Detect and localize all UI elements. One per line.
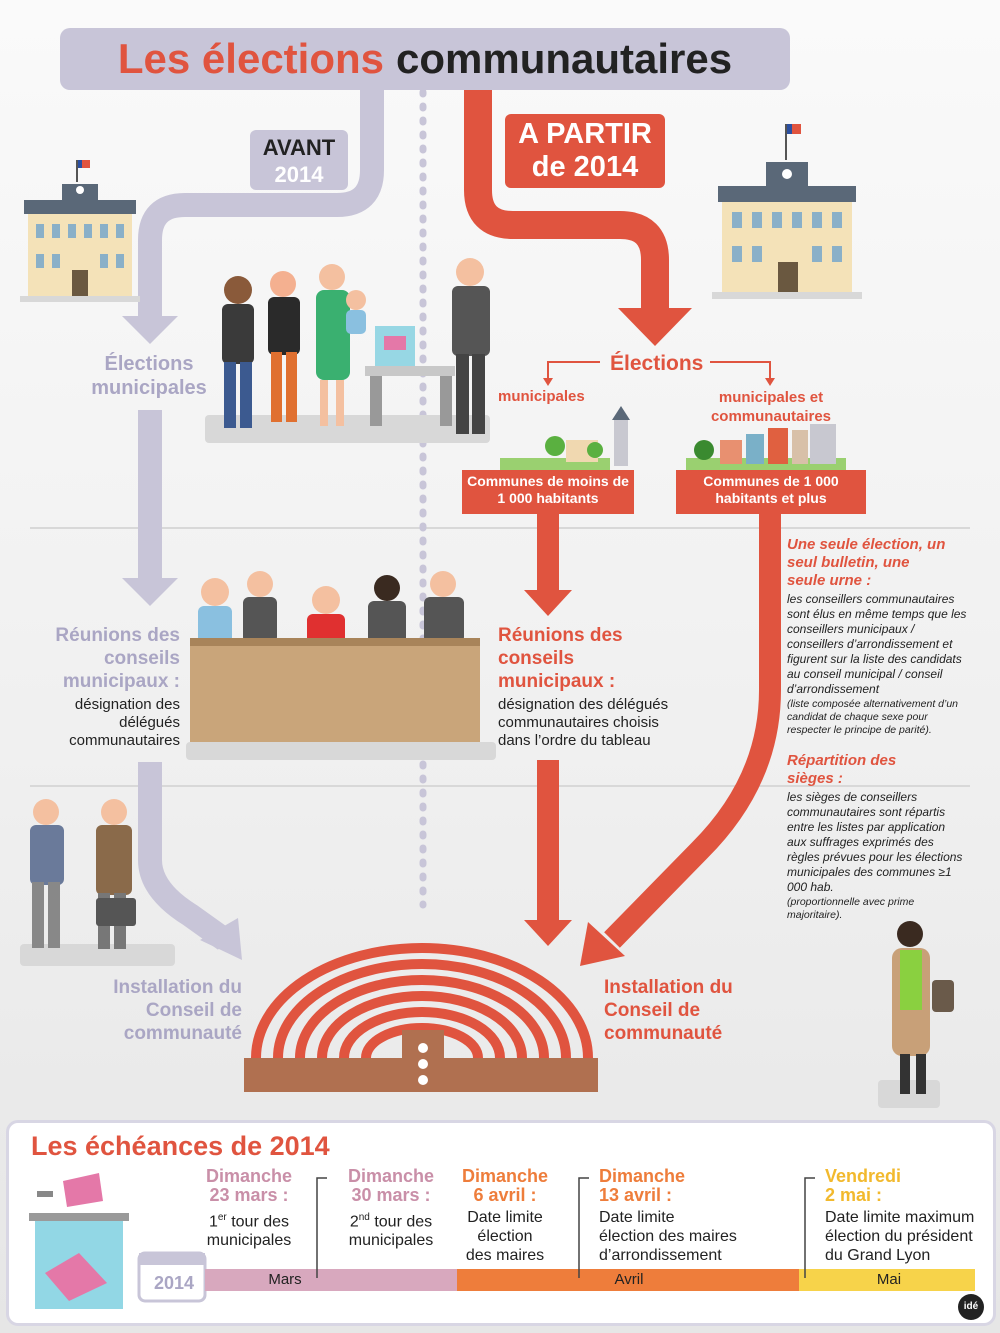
banner-small-communes: Communes de moins de 1 000 habitants [462,470,634,514]
title-part2: communautaires [396,35,733,82]
right-reunions-title: Réunions des conseils municipaux : [498,625,623,692]
page-title: Les élections communautaires [60,28,790,90]
date-day: Dimanche [599,1166,686,1186]
date-day: Dimanche [205,1166,293,1186]
note1-sub: (liste composée alternativement d’un can… [787,698,959,736]
date-value: 6 avril : [473,1185,537,1205]
date-value: 13 avril : [599,1185,673,1205]
right-municipales: municipales [498,388,585,405]
note2-title: Répartition des sièges : [787,752,897,787]
voters-illustration [205,258,490,443]
town-hall-right-icon [712,124,862,299]
apartir-line1: A PARTIR [518,118,652,150]
small-town-icon [500,406,630,470]
title-part1: Les élections [117,35,384,82]
left-reunions-title: Réunions des conseils municipaux : [55,625,180,692]
right-municipales-et-communautaires: municipales et communautaires [710,389,832,425]
council-illustration [186,571,496,760]
woman-illustration [878,921,954,1108]
city-icon [686,424,846,470]
apartir-line2: de 2014 [531,151,639,183]
echeances-panel: Les échéances de 2014 2014 Dimanche 23 m… [6,1120,996,1326]
left-elections-municipales: Élections municipales [91,353,207,399]
note1-title: Une seule élection, un seul bulletin, un… [787,536,946,589]
town-hall-left-icon [20,160,140,302]
date-day: Dimanche [461,1166,549,1186]
banner-large-communes: Communes de 1 000 habitants et plus [676,470,866,514]
note2-sub: (proportionnelle avec prime majoritaire)… [787,896,915,921]
month-avril: Avril [614,1271,644,1288]
date-day: Vendredi [825,1166,902,1186]
date-day: Dimanche [347,1166,435,1186]
right-reunions-desc: désignation des délégués communautaires … [498,696,669,749]
calendar-year: 2014 [153,1273,195,1293]
right-elections: Élections [610,352,704,375]
avant-line1: AVANT [262,135,336,160]
apartir-label: A PARTIR de 2014 [505,114,665,188]
hemicycle-icon [244,943,598,1092]
timeline-graphics [29,1173,975,1309]
left-reunions-desc: désignation des délégués communautaires [69,696,180,749]
date-value: 2 mai : [825,1185,883,1205]
right-installation: Installation du Conseil de communauté [604,977,733,1044]
echeances-title: Les échéances de 2014 [31,1131,330,1161]
avant-label: AVANT 2014 [250,130,348,190]
handshake-illustration [20,799,175,966]
avant-line2: 2014 [274,162,324,187]
note1-text: les conseillers communautaires sont élus… [787,592,967,696]
month-mai: Mai [876,1271,902,1288]
left-installation: Installation du Conseil de communauté [113,977,242,1044]
date-value: 30 mars : [351,1185,431,1205]
month-mars: Mars [268,1271,302,1288]
note2-text: les sièges de conseillers communautaires… [787,790,963,894]
date-value: 23 mars : [209,1185,289,1205]
logo: idé [958,1294,984,1320]
